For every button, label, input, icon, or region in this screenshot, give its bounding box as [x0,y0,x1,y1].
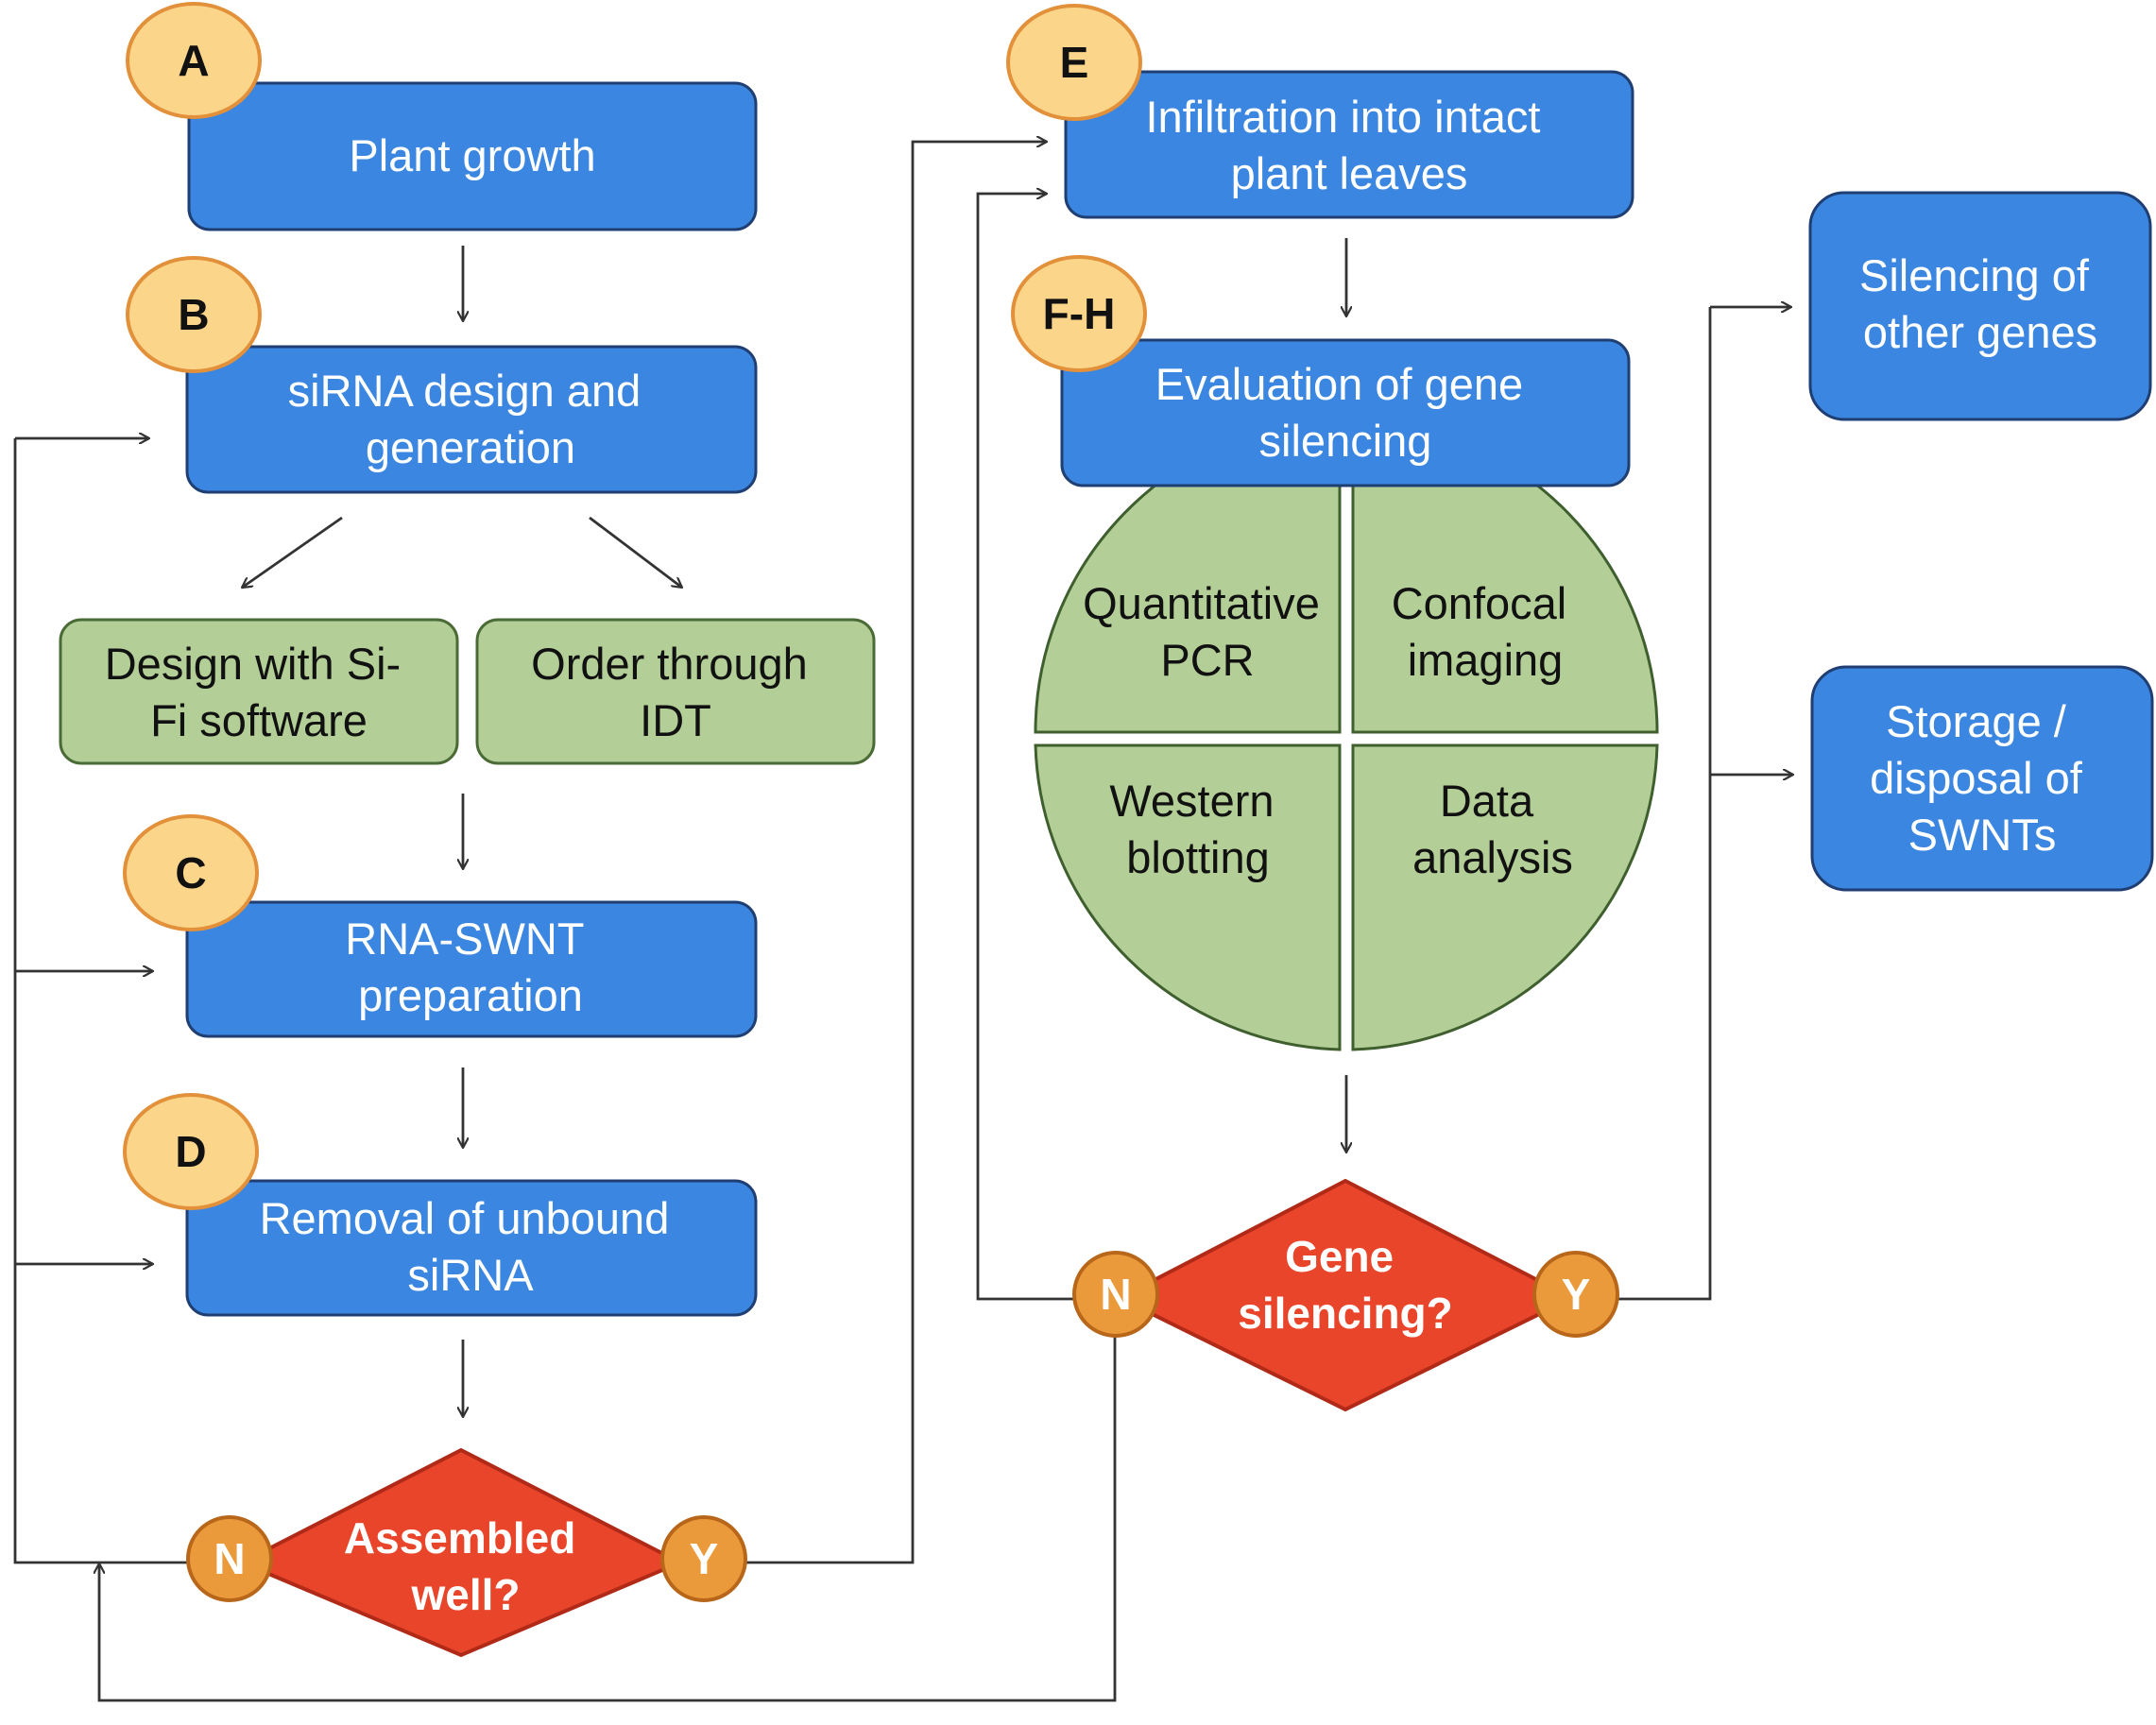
decision-assembled-no: N [214,1534,245,1583]
step-e-box [1064,70,1634,219]
step-badge-labels: A B C D E F-H [175,36,1115,1176]
outcome-other-genes: Silencing of other genes [1808,191,2152,421]
quadrant-western [1034,743,1342,1051]
path-yes-assembled [746,142,1047,1564]
label-confocal: Confocal imaging [1392,578,1580,685]
step-fh: Evaluation of gene silencing [1060,338,1631,487]
decision-silencing-diamond [1115,1178,1577,1412]
option-sifi: Design with Si- Fi software [59,618,459,765]
step-a: Plant growth [187,81,758,231]
step-fh-box [1060,338,1631,487]
step-b-label: siRNA design and generation [288,366,654,472]
label-western: Western blotting [1109,776,1286,882]
outcome-storage-box [1810,665,2154,892]
decision-assembled-yes-circle [660,1515,747,1602]
step-b: siRNA design and generation [185,345,758,494]
step-d: Removal of unbound siRNA [185,1179,758,1317]
decision-assembled-no-circle [186,1515,273,1602]
decision-silencing-no: N [1100,1270,1131,1319]
decision-silencing: Gene silencing? N Y [1072,1178,1619,1412]
outcome-storage-label: Storage / disposal of SWNTs [1870,696,2095,860]
outcome-storage: Storage / disposal of SWNTs [1810,665,2154,892]
loop-no-silencing-bottom [99,1334,1117,1702]
step-e-label: Infiltration into intact plant leaves [1145,92,1552,198]
decision-assembled-label: Assembled well? [344,1513,588,1619]
option-sifi-box [59,618,459,765]
evaluation-labels: Quantitative PCR Confocal imaging Wester… [1083,578,1580,882]
decision-assembled-yes: Y [690,1534,719,1583]
step-e: Infiltration into intact plant leaves [1064,70,1634,219]
outcome-other-genes-box [1808,191,2152,421]
path-yes-silencing [1616,307,1712,1301]
step-c: RNA-SWNT preparation [185,900,758,1038]
arrow-b-to-sifi [242,516,343,588]
step-c-label: RNA-SWNT preparation [345,914,595,1020]
decision-assembled: Assembled well? N Y [186,1447,747,1658]
badge-c [123,814,259,931]
option-idt-label: Order through IDT [531,639,820,745]
connectors [13,142,1793,1702]
badge-d [123,1093,259,1210]
step-b-box [185,345,758,494]
badge-e-label: E [1060,38,1089,87]
decision-assembled-diamond [237,1447,685,1658]
decision-silencing-label: Gene silencing? [1238,1232,1452,1338]
decision-silencing-yes: Y [1562,1270,1591,1319]
step-a-label: Plant growth [349,130,595,180]
badge-b [126,256,262,373]
option-idt: Order through IDT [475,618,876,765]
badge-b-label: B [178,290,209,339]
option-sifi-label: Design with Si- Fi software [105,639,414,745]
badge-fh-label: F-H [1043,289,1116,338]
label-analysis: Data analysis [1412,776,1573,882]
loop-no-silencing [976,194,1075,1301]
arrow-b-to-idt [589,516,682,588]
label-qpcr: Quantitative PCR [1083,578,1332,685]
badge-a-label: A [178,36,209,85]
outcome-other-genes-label: Silencing of other genes [1859,250,2101,357]
badge-c-label: C [175,848,206,897]
step-badges [123,2,1147,1210]
badge-e [1006,4,1142,121]
decision-silencing-yes-circle [1532,1251,1619,1338]
step-d-box [185,1179,758,1317]
quadrant-analysis [1351,743,1659,1051]
step-fh-label: Evaluation of gene silencing [1155,359,1535,466]
decision-silencing-no-circle [1072,1251,1159,1338]
badge-a [126,2,262,119]
option-idt-box [475,618,876,765]
badge-d-label: D [175,1127,206,1176]
badge-fh [1011,255,1147,372]
step-d-label: Removal of unbound siRNA [260,1193,682,1300]
step-c-box [185,900,758,1038]
step-a-box [187,81,758,231]
loop-no-assembled [13,438,189,1564]
evaluation-methods [1034,417,1659,1051]
